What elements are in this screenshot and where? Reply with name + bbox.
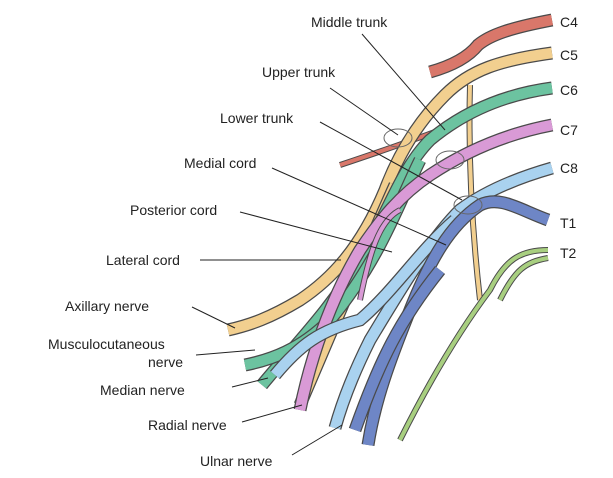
nerve-paths xyxy=(226,13,554,447)
label-lateral-cord: Lateral cord xyxy=(106,252,180,268)
leader-axillary-nerve xyxy=(191,306,236,329)
leader-middle-trunk xyxy=(361,33,446,131)
label-upper-trunk: Upper trunk xyxy=(262,64,336,80)
nerve-c7-branch xyxy=(358,208,401,301)
leader-lower-trunk xyxy=(319,121,463,201)
label-c4: C4 xyxy=(560,14,578,30)
leader-upper-trunk xyxy=(329,87,399,136)
leader-median-nerve xyxy=(231,377,269,388)
label-ulnar-nerve: Ulnar nerve xyxy=(200,453,273,469)
label-posterior-cord: Posterior cord xyxy=(130,202,217,218)
label-radial-nerve: Radial nerve xyxy=(148,417,227,433)
label-medial-cord: Medial cord xyxy=(184,155,256,171)
nerve-c8-median xyxy=(270,216,459,379)
nerve-t1 xyxy=(362,196,550,446)
label-c5: C5 xyxy=(560,47,578,63)
nerve-t1-outline xyxy=(361,195,551,447)
label-t1: T1 xyxy=(560,215,577,231)
label-c8: C8 xyxy=(560,160,578,176)
nerve-c5-upper-trunk xyxy=(226,47,553,336)
label-musculocutaneous: Musculocutaneous xyxy=(48,336,165,352)
trunk-ring-1 xyxy=(435,150,465,170)
structure-labels: Middle trunk Upper trunk Lower trunk Med… xyxy=(48,14,388,469)
trunk-ring-0 xyxy=(383,128,413,148)
label-musculocutaneous-nerve: nerve xyxy=(148,354,183,370)
nerve-t1-ulnar xyxy=(350,266,445,432)
label-axillary-nerve: Axillary nerve xyxy=(65,298,149,314)
leader-radial-nerve xyxy=(241,404,303,423)
label-c7: C7 xyxy=(560,122,578,138)
label-t2: T2 xyxy=(560,245,577,261)
root-labels: C4 C5 C6 C7 C8 T1 T2 xyxy=(560,14,578,261)
nerve-t2 xyxy=(398,248,549,441)
trunk-ring-2 xyxy=(453,195,483,215)
label-middle-trunk: Middle trunk xyxy=(311,14,388,30)
leader-musculocutaneous-nerve xyxy=(195,349,256,356)
label-median-nerve: Median nerve xyxy=(100,382,185,398)
nerve-t2-b xyxy=(498,256,549,301)
leader-posterior-cord xyxy=(239,211,393,253)
nerve-c4 xyxy=(428,14,553,78)
leader-ulnar-nerve xyxy=(291,424,343,456)
label-lower-trunk: Lower trunk xyxy=(220,110,294,126)
leader-lines xyxy=(191,33,463,456)
label-c6: C6 xyxy=(560,82,578,98)
leader-medial-cord xyxy=(271,167,447,246)
